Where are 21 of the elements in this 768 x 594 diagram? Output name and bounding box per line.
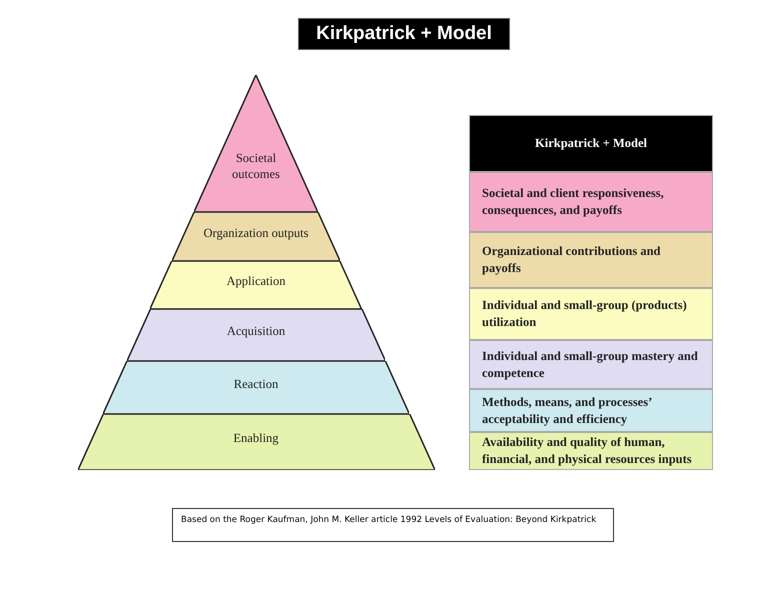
pyramid-tier <box>102 361 410 414</box>
tier-label: Application <box>225 273 286 289</box>
pyramid-tier <box>150 261 362 309</box>
table-row: Individual and small-group mastery and competence <box>469 340 713 389</box>
tier-label: Enabling <box>232 430 280 446</box>
table-row: Availability and quality of human, financial, and physical resources inputs <box>469 432 713 470</box>
table-row: Organizational contributions and payoffs <box>469 232 713 288</box>
pyramid-tier <box>172 212 340 261</box>
pyramid-tier <box>78 414 434 470</box>
tier-label: Acquisition <box>226 323 286 339</box>
source-note: Based on the Roger Kaufman, John M. Keller article 1992 Levels of Evaluation: Beyond Kirkpatrick <box>172 508 614 542</box>
tier-label: Reaction <box>232 376 280 392</box>
table-header: Kirkpatrick + Model <box>469 115 713 172</box>
pyramid-tier <box>126 309 386 361</box>
title-banner: Kirkpatrick + Model <box>298 18 510 50</box>
tier-label: Societal outcomes <box>231 150 281 182</box>
tier-label: Organization outputs <box>202 224 310 240</box>
table-row: Societal and client responsiveness, consequences, and payoffs <box>469 172 713 232</box>
table-row: Individual and small-group (products) utilization <box>469 288 713 340</box>
pyramid-apex <box>194 75 318 212</box>
table-row: Methods, means, and processes’ acceptability and efficiency <box>469 389 713 432</box>
